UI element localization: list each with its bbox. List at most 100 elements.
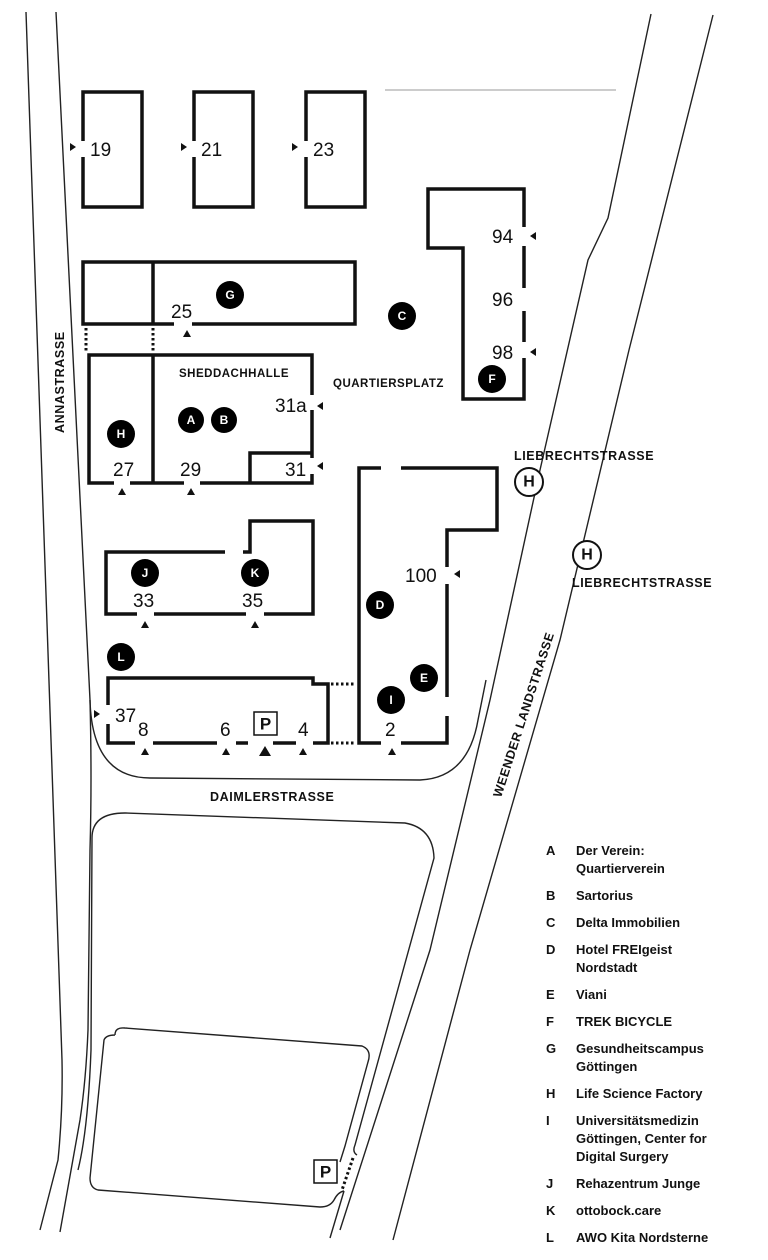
building-37[interactable] bbox=[106, 676, 330, 745]
annastrasse-label: ANNASTRASSE bbox=[53, 331, 67, 433]
house-number: 33 bbox=[133, 591, 154, 612]
lower-block-outline bbox=[91, 812, 435, 1156]
house-number: 4 bbox=[298, 720, 309, 741]
legend-key: D bbox=[546, 942, 556, 957]
legend-label: Sartorius bbox=[576, 888, 634, 903]
marker-l[interactable]: L bbox=[107, 643, 135, 671]
house-number: 6 bbox=[220, 720, 231, 741]
svg-text:C: C bbox=[398, 309, 407, 323]
marker-d[interactable]: D bbox=[366, 591, 394, 619]
svg-text:H: H bbox=[523, 474, 535, 491]
legend-key: L bbox=[546, 1230, 554, 1245]
svg-text:I: I bbox=[389, 693, 392, 707]
campus-boundary bbox=[89, 679, 487, 781]
bus-stop-icon[interactable]: H bbox=[514, 467, 544, 497]
house-number: 25 bbox=[171, 302, 192, 323]
legend-key: A bbox=[546, 843, 556, 858]
svg-text:H: H bbox=[581, 547, 593, 564]
house-number: 27 bbox=[113, 460, 134, 481]
marker-c[interactable]: C bbox=[388, 302, 416, 330]
house-number: 98 bbox=[492, 343, 513, 364]
legend-label: Viani bbox=[576, 987, 607, 1002]
marker-f[interactable]: F bbox=[478, 365, 506, 393]
svg-text:P: P bbox=[320, 1163, 331, 1182]
marker-g[interactable]: G bbox=[216, 281, 244, 309]
house-number: 23 bbox=[313, 140, 334, 161]
svg-text:B: B bbox=[220, 413, 229, 427]
svg-text:P: P bbox=[260, 715, 271, 734]
house-number: 21 bbox=[201, 140, 222, 161]
marker-k[interactable]: K bbox=[241, 559, 269, 587]
marker-b[interactable]: B bbox=[211, 407, 237, 433]
liebrechtstrasse-label-north: LIEBRECHTSTRASSE bbox=[514, 449, 654, 463]
legend-item: A Der Verein: Quartierverein bbox=[546, 842, 761, 878]
annastrasse-road-east-edge bbox=[55, 11, 92, 1233]
liebrechtstrasse-label-south: LIEBRECHTSTRASSE bbox=[572, 576, 712, 590]
weender-road-east-edge bbox=[392, 14, 714, 1241]
weender-landstrasse-label: WEENDER LANDSTRASSE bbox=[491, 631, 558, 799]
building-27-29-31[interactable] bbox=[87, 353, 314, 485]
marker-e[interactable]: E bbox=[410, 664, 438, 692]
legend-key: E bbox=[546, 987, 555, 1002]
legend-key: F bbox=[546, 1014, 554, 1029]
parking-path bbox=[340, 1157, 355, 1191]
marker-a[interactable]: A bbox=[178, 407, 204, 433]
parking-lot-outline bbox=[89, 1027, 370, 1208]
legend-label: Life Science Factory bbox=[576, 1086, 703, 1101]
svg-text:A: A bbox=[187, 413, 196, 427]
house-number: 96 bbox=[492, 290, 513, 311]
annastrasse-road-west-edge bbox=[25, 11, 63, 1231]
legend-label: Hotel FREIgeist Nordstadt bbox=[576, 942, 673, 975]
house-number: 31 bbox=[285, 460, 306, 481]
house-number: 2 bbox=[385, 720, 396, 741]
svg-text:F: F bbox=[488, 372, 495, 386]
building-100[interactable] bbox=[357, 466, 499, 745]
legend-label: AWO Kita Nordsterne bbox=[576, 1230, 709, 1245]
legend-label: Rehazentrum Junge bbox=[576, 1176, 701, 1191]
legend-key: K bbox=[546, 1203, 556, 1218]
lower-block-west-edge bbox=[77, 837, 93, 1171]
house-number: 31a bbox=[275, 396, 307, 417]
svg-text:G: G bbox=[225, 288, 234, 302]
legend-item: C Delta Immobilien bbox=[546, 914, 761, 932]
house-number: 37 bbox=[115, 706, 136, 727]
legend-label: ottobock.care bbox=[576, 1203, 662, 1218]
svg-text:K: K bbox=[251, 566, 260, 580]
building-33-35[interactable] bbox=[104, 519, 315, 616]
house-number: 35 bbox=[242, 591, 263, 612]
legend-key: H bbox=[546, 1086, 556, 1101]
legend-item: D Hotel FREIgeist Nordstadt bbox=[546, 941, 761, 977]
legend-item: L AWO Kita Nordsterne bbox=[546, 1229, 761, 1247]
svg-text:H: H bbox=[117, 427, 126, 441]
legend-label: Gesundheitscampus Göttingen bbox=[576, 1041, 704, 1074]
legend-label: Delta Immobilien bbox=[576, 915, 681, 930]
house-number: 29 bbox=[180, 460, 201, 481]
building-94-98[interactable] bbox=[426, 187, 526, 401]
bus-stop-icon[interactable]: H bbox=[572, 540, 602, 570]
legend-label: TREK BICYCLE bbox=[576, 1014, 673, 1029]
parking-icon[interactable]: P bbox=[313, 1159, 338, 1184]
entrance-arrows bbox=[70, 143, 536, 756]
daimlerstrasse-label: DAIMLERSTRASSE bbox=[210, 790, 334, 804]
legend-label: Der Verein: Quartierverein bbox=[576, 843, 665, 876]
marker-i[interactable]: I bbox=[377, 686, 405, 714]
marker-j[interactable]: J bbox=[131, 559, 159, 587]
legend-item: E Viani bbox=[546, 986, 761, 1004]
house-number: 8 bbox=[138, 720, 149, 741]
legend-key: C bbox=[546, 915, 556, 930]
svg-text:E: E bbox=[420, 671, 428, 685]
legend-key: B bbox=[546, 888, 556, 903]
parking-icon[interactable]: P bbox=[253, 711, 278, 736]
quartiersplatz-label: QUARTIERSPLATZ bbox=[333, 378, 444, 390]
marker-h[interactable]: H bbox=[107, 420, 135, 448]
svg-text:J: J bbox=[142, 566, 149, 580]
legend-key: J bbox=[546, 1176, 554, 1191]
building-25[interactable] bbox=[81, 260, 357, 326]
house-number: 100 bbox=[405, 566, 437, 587]
house-number: 19 bbox=[90, 140, 111, 161]
